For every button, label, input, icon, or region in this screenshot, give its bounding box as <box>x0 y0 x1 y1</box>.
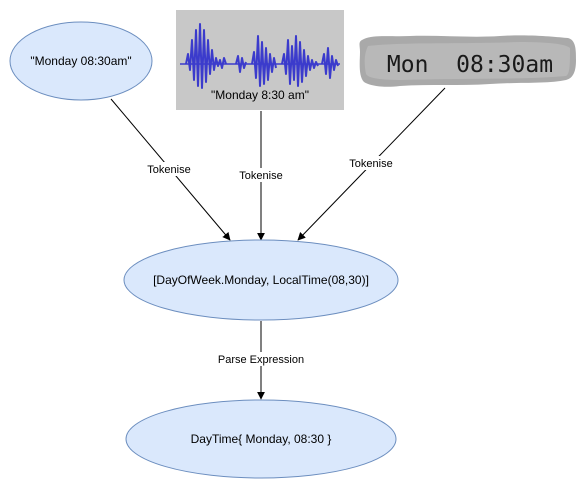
node-result: DayTime{ Monday, 08:30 } <box>125 399 397 479</box>
edge-tokenise-text: Tokenise <box>110 98 231 241</box>
node-tokens-label: [DayOfWeek.Monday, LocalTime(08,30)] <box>153 273 369 287</box>
edge-label-tokenise-text: Tokenise <box>147 164 190 176</box>
edge-label-tokenise-audio: Tokenise <box>239 170 282 182</box>
node-handwriting-input: Mon 08:30am <box>359 35 576 87</box>
audio-waveform-icon <box>180 23 340 89</box>
edge-parse-expression: Parse Expression <box>215 321 307 400</box>
node-text-input-label: "Monday 08:30am" <box>30 54 131 68</box>
node-tokens: [DayOfWeek.Monday, LocalTime(08,30)] <box>123 239 399 321</box>
node-text-input: "Monday 08:30am" <box>9 21 153 101</box>
node-audio-input: "Monday 8:30 am" <box>176 10 344 110</box>
node-audio-input-label: "Monday 8:30 am" <box>211 88 309 102</box>
edge-label-parse: Parse Expression <box>218 354 304 366</box>
node-result-label: DayTime{ Monday, 08:30 } <box>191 432 332 446</box>
edge-tokenise-hand: Tokenise <box>297 87 446 241</box>
edge-tokenise-audio: Tokenise <box>237 111 285 241</box>
node-handwriting-input-label: Mon 08:30am <box>387 52 553 78</box>
edge-label-tokenise-hand: Tokenise <box>349 158 392 170</box>
